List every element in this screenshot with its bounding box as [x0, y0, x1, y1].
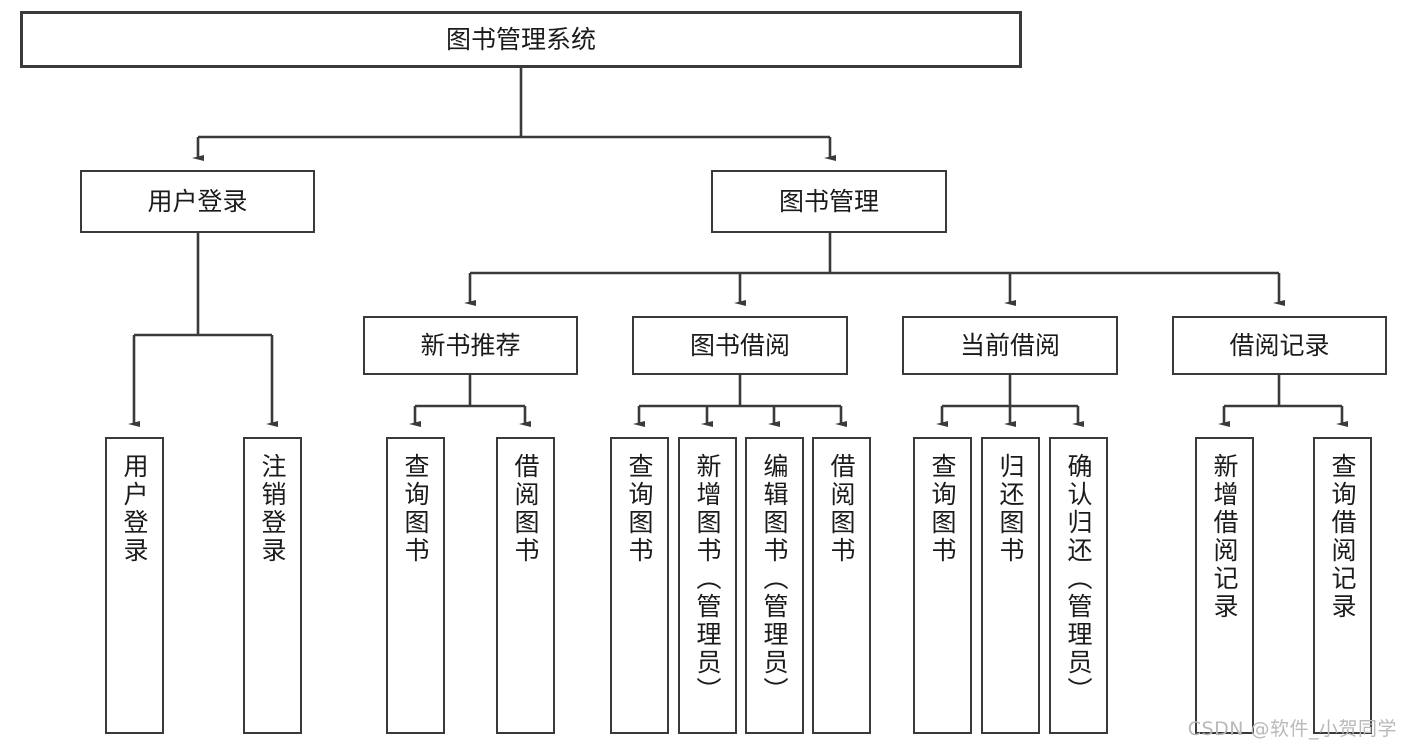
- node-label: 归还图书: [996, 453, 1025, 565]
- node-new-book-recommend[interactable]: 新书推荐: [363, 316, 578, 375]
- node-label: 借阅图书: [827, 453, 856, 565]
- node-label: 图书管理: [778, 186, 879, 216]
- node-label: 新增借阅记录: [1210, 453, 1239, 621]
- node-root-system[interactable]: 图书管理系统: [20, 11, 1022, 68]
- node-label: 新增图书（管理员）: [693, 453, 722, 705]
- leaf-user-login-login[interactable]: 用户登录: [105, 437, 164, 734]
- node-book-borrow[interactable]: 图书借阅: [632, 316, 848, 375]
- node-label: 查询借阅记录: [1328, 453, 1357, 621]
- node-label: 图书管理系统: [445, 24, 596, 54]
- node-user-login[interactable]: 用户登录: [80, 170, 315, 233]
- leaf-current-query-book[interactable]: 查询图书: [913, 437, 972, 734]
- leaf-record-add-record[interactable]: 新增借阅记录: [1195, 437, 1254, 734]
- leaf-user-login-logout[interactable]: 注销登录: [243, 437, 302, 734]
- node-label: 确认归还（管理员）: [1064, 453, 1093, 705]
- node-label: 编辑图书（管理员）: [760, 453, 789, 705]
- node-current-borrow[interactable]: 当前借阅: [902, 316, 1118, 375]
- node-label: 注销登录: [258, 453, 287, 565]
- leaf-new-book-query[interactable]: 查询图书: [386, 437, 445, 734]
- csdn-watermark: CSDN @软件_小贺同学: [1187, 718, 1397, 740]
- node-label: 用户登录: [120, 453, 149, 565]
- leaf-record-query-record[interactable]: 查询借阅记录: [1313, 437, 1372, 734]
- node-book-management[interactable]: 图书管理: [711, 170, 947, 233]
- leaf-borrow-borrow-book[interactable]: 借阅图书: [812, 437, 871, 734]
- node-label: 当前借阅: [959, 330, 1060, 360]
- leaf-borrow-edit-book-admin[interactable]: 编辑图书（管理员）: [745, 437, 804, 734]
- node-label: 查询图书: [928, 453, 957, 565]
- node-label: 新书推荐: [420, 330, 521, 360]
- node-label: 借阅图书: [511, 453, 540, 565]
- leaf-current-return-book[interactable]: 归还图书: [981, 437, 1040, 734]
- leaf-borrow-add-book-admin[interactable]: 新增图书（管理员）: [678, 437, 737, 734]
- leaf-borrow-query-book[interactable]: 查询图书: [610, 437, 669, 734]
- node-label: 借阅记录: [1229, 330, 1330, 360]
- node-label: 查询图书: [401, 453, 430, 565]
- node-label: 用户登录: [147, 186, 248, 216]
- node-label: 查询图书: [625, 453, 654, 565]
- leaf-new-book-borrow[interactable]: 借阅图书: [496, 437, 555, 734]
- leaf-current-confirm-return-admin[interactable]: 确认归还（管理员）: [1049, 437, 1108, 734]
- node-label: 图书借阅: [689, 330, 790, 360]
- node-borrow-record[interactable]: 借阅记录: [1172, 316, 1387, 375]
